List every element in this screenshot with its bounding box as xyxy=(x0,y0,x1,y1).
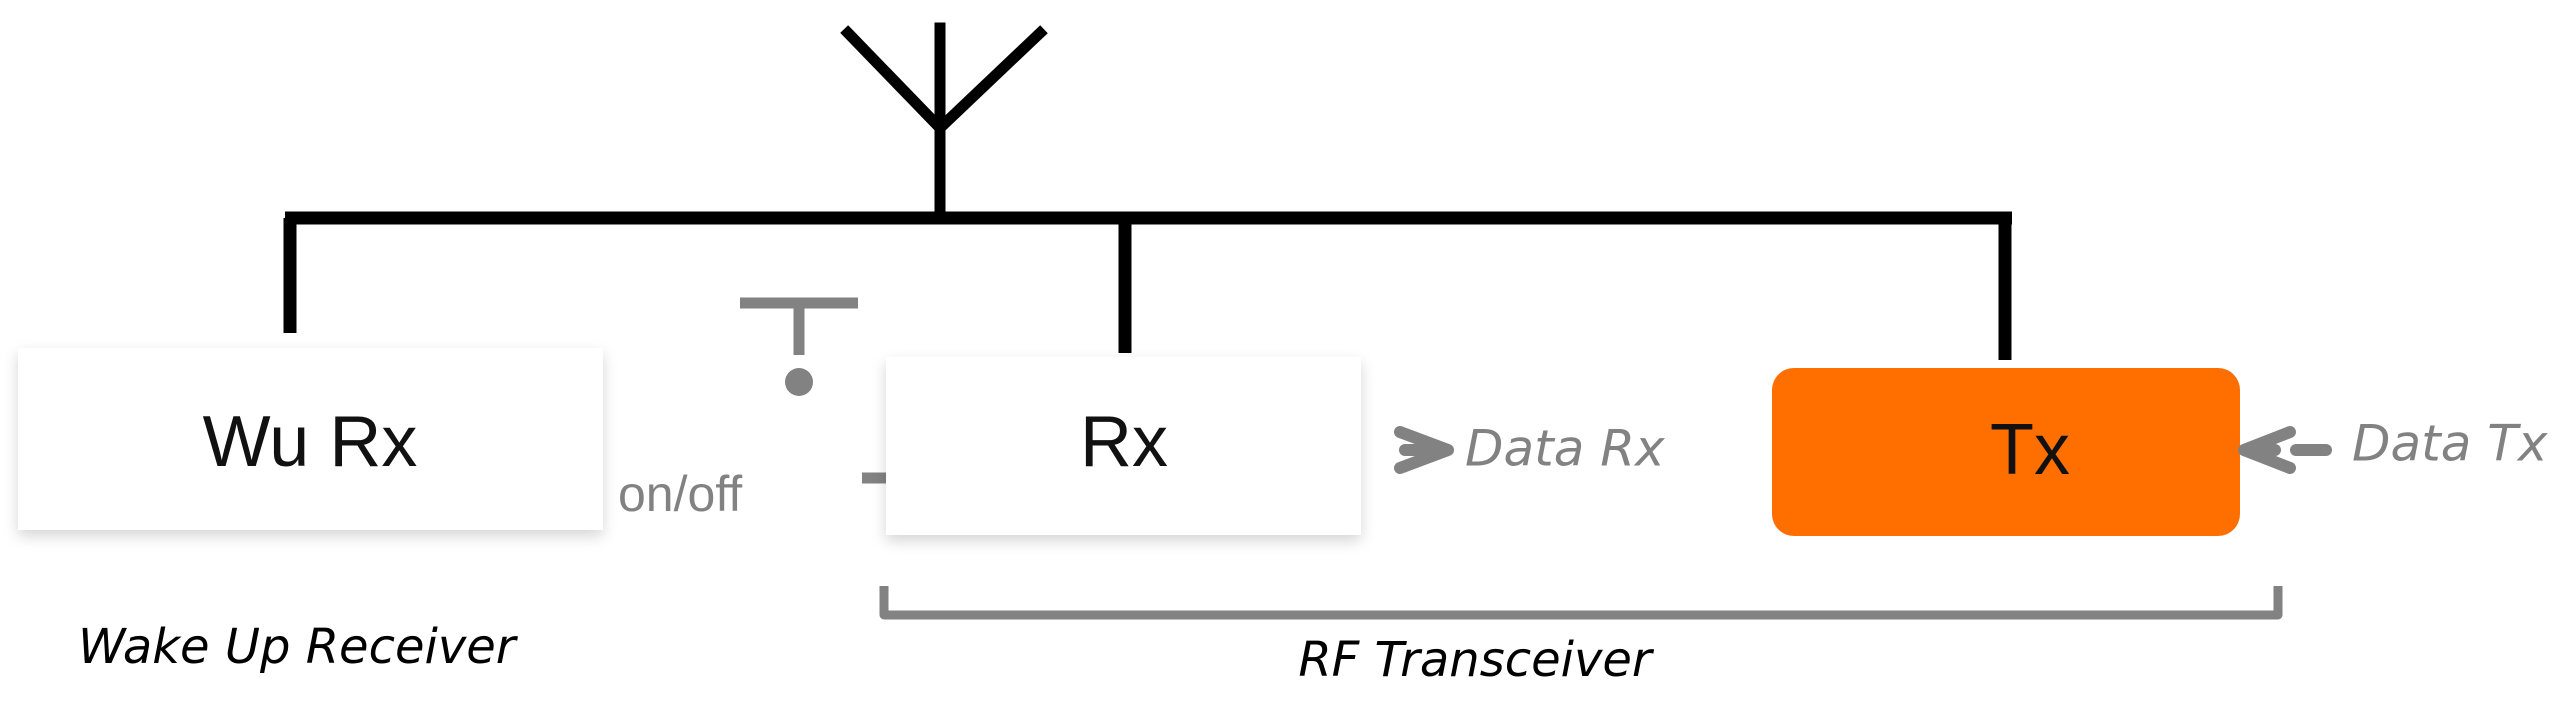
arrow-right-icon xyxy=(1394,426,1454,474)
wurx-block[interactable] xyxy=(18,348,603,530)
tx-block[interactable] xyxy=(1772,368,2240,536)
switch-icon xyxy=(740,297,888,484)
switch-contact xyxy=(785,368,813,396)
on-off-label: on/off xyxy=(618,466,742,522)
arrow-left-icon xyxy=(2238,426,2332,474)
rx-block[interactable] xyxy=(886,357,1361,535)
antenna-icon xyxy=(840,22,1048,216)
rf-bus xyxy=(283,211,2012,360)
data-tx-label: Data Tx xyxy=(2352,415,2548,473)
wake-up-receiver-caption: Wake Up Receiver xyxy=(78,619,519,675)
data-rx-label: Data Rx xyxy=(1465,420,1665,478)
rx-label: Rx xyxy=(1080,402,1168,482)
wurx-label: Wu Rx xyxy=(203,402,418,482)
tx-label: Tx xyxy=(1990,410,2070,490)
rf-transceiver-caption: RF Transceiver xyxy=(1298,632,1655,688)
rf-transceiver-bracket xyxy=(879,586,2283,620)
